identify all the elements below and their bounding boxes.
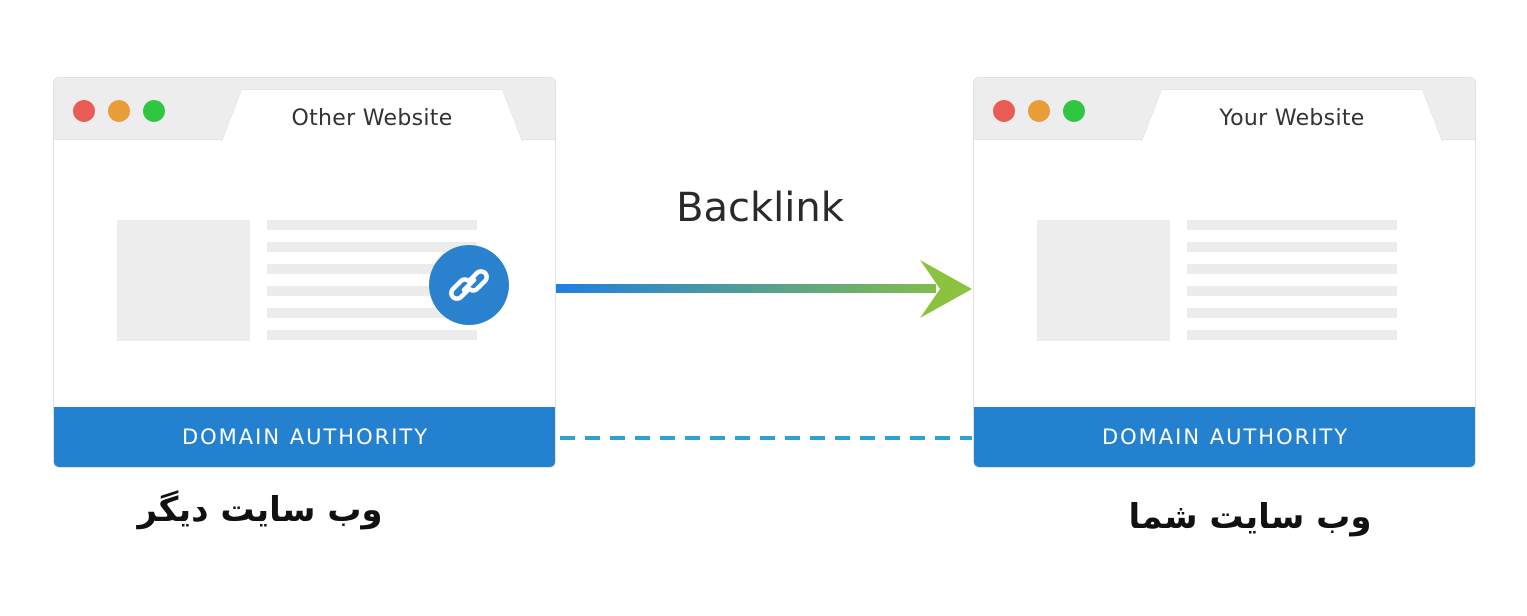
link-icon: [449, 269, 489, 301]
domain-authority-bar: DOMAIN AUTHORITY: [974, 407, 1475, 467]
text-line-placeholder: [267, 264, 477, 274]
text-line-placeholder: [267, 330, 477, 340]
tab-title: Your Website: [1219, 106, 1365, 131]
text-line-placeholder: [1187, 308, 1397, 318]
image-placeholder: [1037, 220, 1170, 341]
text-line-placeholder: [1187, 330, 1397, 340]
tab-title: Other Website: [291, 106, 453, 131]
text-line-placeholder: [1187, 242, 1397, 252]
maximize-dot-icon: [1063, 100, 1085, 122]
other-website-caption: وب سایت دیگر: [137, 490, 383, 530]
text-line-placeholder: [267, 308, 477, 318]
text-line-placeholder: [267, 286, 477, 296]
minimize-dot-icon: [108, 100, 130, 122]
close-dot-icon: [73, 100, 95, 122]
close-dot-icon: [993, 100, 1015, 122]
your-website-caption: وب سایت شما: [1128, 497, 1372, 537]
backlink-arrow-shaft: [556, 284, 936, 293]
text-line-placeholder: [267, 242, 477, 252]
maximize-dot-icon: [143, 100, 165, 122]
minimize-dot-icon: [1028, 100, 1050, 122]
text-line-placeholder: [1187, 286, 1397, 296]
your-website-browser: Your Website DOMAIN AUTHORITY: [973, 77, 1476, 468]
text-line-placeholder: [1187, 264, 1397, 274]
browser-titlebar: Your Website: [974, 78, 1475, 141]
text-line-placeholder: [267, 220, 477, 230]
text-line-placeholder: [1187, 220, 1397, 230]
backlink-arrow-head: [920, 260, 972, 318]
link-badge: [429, 245, 509, 325]
image-placeholder: [117, 220, 250, 341]
domain-authority-bar: DOMAIN AUTHORITY: [54, 407, 555, 467]
browser-tab: [222, 90, 522, 141]
browser-titlebar: Other Website: [54, 78, 555, 141]
backlink-label: Backlink: [676, 185, 844, 231]
browser-tab: [1142, 90, 1442, 141]
